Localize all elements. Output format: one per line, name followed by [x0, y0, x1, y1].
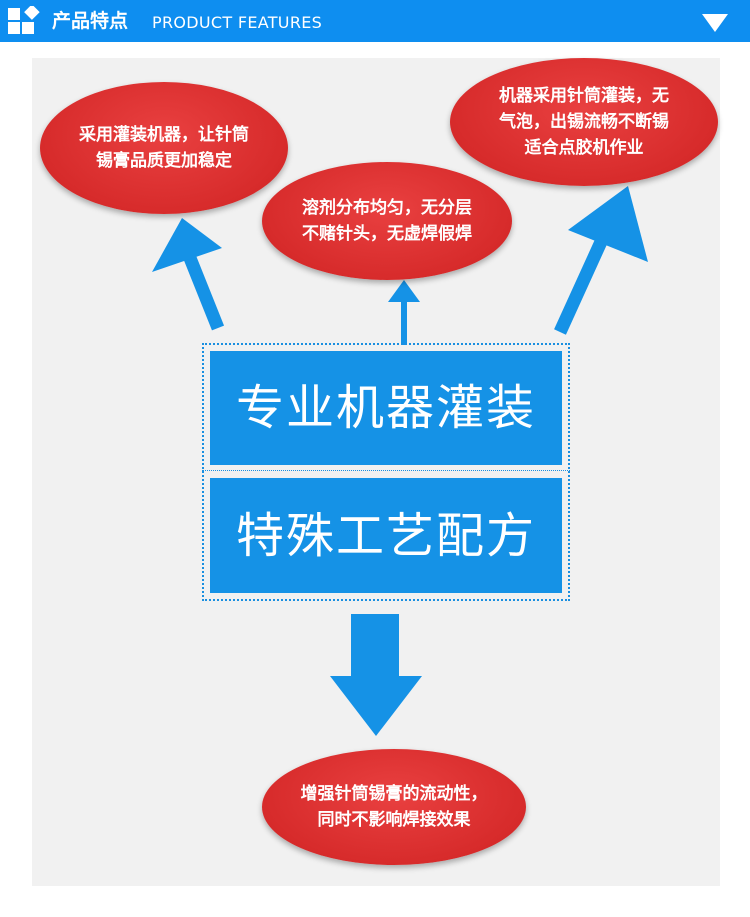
center-box-special-formula: 特殊工艺配方 — [210, 478, 562, 593]
triangle-down-icon[interactable] — [700, 12, 730, 34]
four-squares-icon — [8, 6, 40, 34]
bubble-top-middle: 溶剂分布均匀，无分层 不赌针头，无虚焊假焊 — [262, 162, 512, 280]
bubble-text-line: 锡膏品质更加稳定 — [96, 151, 232, 171]
bubble-text-line: 同时不影响焊接效果 — [317, 810, 471, 830]
bubble-text-line: 气泡，出锡流畅不断锡 — [499, 112, 669, 132]
header-bar: 产品特点 PRODUCT FEATURES — [0, 0, 750, 42]
center-divider-outline — [202, 470, 570, 472]
page-title: 产品特点 — [52, 10, 129, 32]
arrow-up-left — [152, 218, 225, 331]
center-box-label: 特殊工艺配方 — [235, 507, 536, 564]
bubble-top-left: 采用灌装机器，让针筒 锡膏品质更加稳定 — [40, 82, 288, 214]
center-box-machine-filling: 专业机器灌装 — [210, 351, 562, 465]
bubble-text-line: 适合点胶机作业 — [524, 138, 644, 158]
bubble-text-line: 溶剂分布均匀，无分层 — [302, 198, 472, 218]
bubble-bottom: 增强针筒锡膏的流动性， 同时不影响焊接效果 — [262, 749, 526, 865]
bubble-text-line: 不赌针头，无虚焊假焊 — [302, 224, 472, 244]
bubble-text-line: 采用灌装机器，让针筒 — [79, 125, 249, 145]
bubble-text-line: 机器采用针筒灌装，无 — [499, 86, 669, 106]
bubble-top-right: 机器采用针筒灌装，无 气泡，出锡流畅不断锡 适合点胶机作业 — [450, 58, 718, 186]
arrow-up-right — [554, 186, 648, 335]
page-subtitle: PRODUCT FEATURES — [152, 13, 323, 32]
arrow-up-center — [388, 280, 420, 345]
arrow-down — [330, 614, 422, 736]
bubble-text-line: 增强针筒锡膏的流动性， — [300, 784, 488, 804]
center-box-outline — [202, 343, 570, 601]
center-box-label: 专业机器灌装 — [235, 380, 536, 436]
